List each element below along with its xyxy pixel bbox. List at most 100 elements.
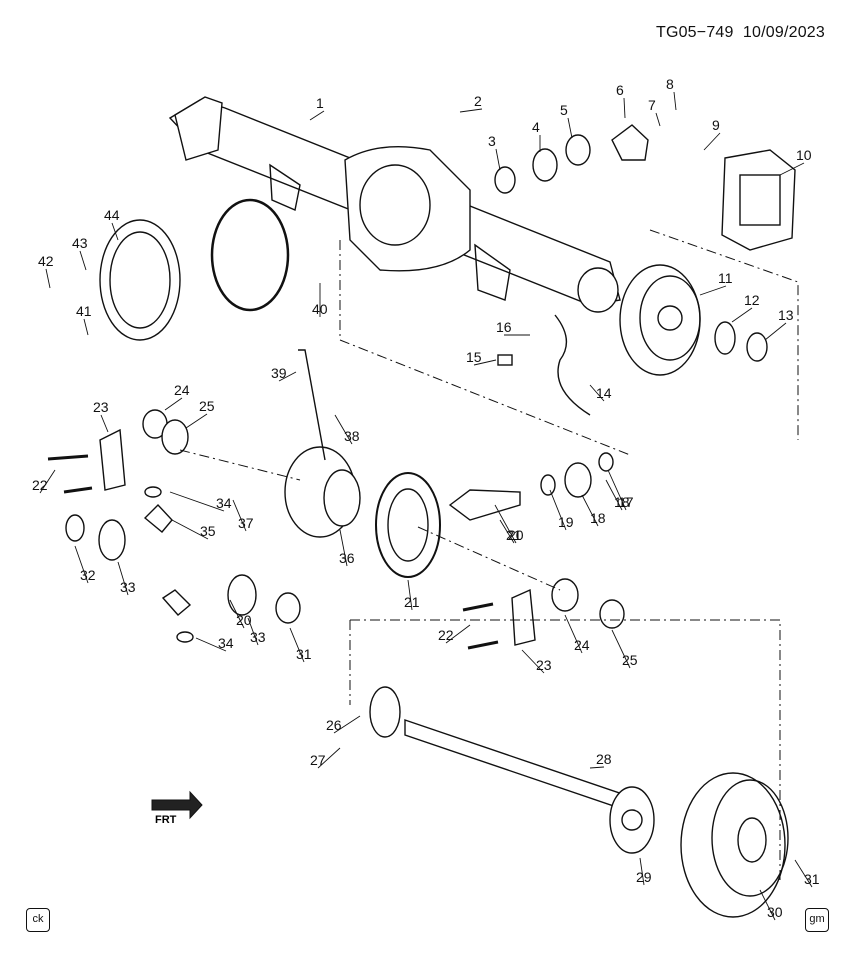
callout-27: 27 — [310, 752, 326, 768]
callout-6: 6 — [616, 82, 624, 98]
callout-17: 17 — [618, 494, 634, 510]
ring-gear — [375, 472, 441, 578]
axle-shaft — [369, 686, 655, 854]
callout-leader-31 — [794, 859, 813, 888]
callout-leader-15 — [473, 359, 497, 366]
header-code-date: TG05−749 10/09/2023 — [656, 24, 825, 42]
axle-housing — [168, 96, 621, 313]
callout-leader-21 — [407, 579, 413, 611]
callout-29: 29 — [636, 869, 652, 885]
callout-24: 24 — [174, 382, 190, 398]
callout-leader-10 — [779, 162, 805, 176]
callout-33: 33 — [250, 629, 266, 645]
callout-leader-37 — [232, 499, 247, 532]
callout-leader-42 — [45, 268, 51, 289]
callout-leader-3 — [495, 148, 501, 171]
callout-leader-20 — [229, 599, 245, 629]
callout-leader-2 — [459, 108, 483, 113]
callout-leader-34 — [169, 491, 225, 512]
callout-12: 12 — [744, 292, 760, 308]
callout-leader-22 — [39, 469, 56, 494]
callout-11: 11 — [718, 270, 733, 286]
callout-33: 33 — [120, 579, 136, 595]
callout-16: 16 — [496, 319, 512, 335]
callout-leader-14 — [589, 384, 605, 402]
callout-leader-33 — [117, 561, 129, 596]
front-direction-label: FRT — [155, 814, 177, 826]
callout-leader-1 — [309, 110, 325, 121]
callout-leader-18 — [581, 494, 599, 527]
callout-30: 30 — [767, 904, 783, 920]
callout-31: 31 — [296, 646, 312, 662]
gm-logo-icon: gm — [805, 908, 829, 932]
brake-caliper — [721, 149, 796, 251]
callout-leader-25 — [611, 629, 631, 669]
callout-25: 25 — [199, 398, 215, 414]
callout-8: 8 — [666, 76, 674, 92]
callout-10: 10 — [796, 147, 812, 163]
callout-18: 18 — [614, 494, 630, 510]
callout-leader-11 — [699, 285, 727, 296]
callout-35: 35 — [200, 523, 216, 539]
callout-38: 38 — [344, 428, 360, 444]
callout-leader-29 — [639, 857, 645, 886]
bearing-caps — [47, 409, 625, 650]
callout-32: 32 — [80, 567, 96, 583]
callout-19: 19 — [558, 514, 574, 530]
callout-leader-26 — [333, 715, 361, 734]
drive-pinion — [448, 452, 614, 521]
callout-21: 21 — [404, 594, 420, 610]
callout-leader-33 — [247, 617, 259, 646]
callout-36: 36 — [339, 550, 355, 566]
callout-43: 43 — [72, 235, 88, 251]
diagram-code: TG05−749 — [655, 24, 734, 41]
brake-backing-plate — [619, 264, 701, 376]
callout-leader-12 — [731, 307, 753, 323]
callout-leader-21 — [499, 519, 515, 544]
callout-leader-18 — [605, 479, 623, 511]
callout-22: 22 — [438, 627, 454, 643]
callout-34: 34 — [218, 635, 234, 651]
callout-leader-28 — [589, 766, 605, 769]
differential-gears — [65, 486, 301, 643]
callout-4: 4 — [532, 119, 540, 135]
front-direction-arrow: FRT — [151, 790, 203, 826]
callout-leader-7 — [655, 112, 661, 127]
callout-leader-8 — [673, 91, 677, 111]
callout-leader-35 — [171, 519, 209, 540]
callout-leader-5 — [567, 117, 573, 139]
brake-rotor — [680, 772, 789, 918]
callout-leader-20 — [494, 504, 517, 544]
group-outline — [179, 229, 799, 880]
callout-leader-27 — [317, 747, 341, 769]
callout-13: 13 — [778, 307, 794, 323]
callout-39: 39 — [271, 365, 287, 381]
callout-leader-43 — [79, 250, 87, 271]
callout-leader-31 — [289, 627, 305, 663]
callout-34: 34 — [216, 495, 232, 511]
callout-leader-44 — [111, 222, 119, 241]
abs-sensor-wire — [497, 314, 591, 416]
callout-24: 24 — [574, 637, 590, 653]
callout-leader-41 — [83, 318, 89, 336]
callout-leader-13 — [764, 322, 787, 341]
callout-1: 1 — [316, 95, 324, 111]
callout-40: 40 — [312, 301, 328, 317]
callout-23: 23 — [93, 399, 109, 415]
callout-leader-32 — [74, 545, 89, 584]
callout-5: 5 — [560, 102, 568, 118]
callout-leader-38 — [334, 414, 353, 445]
callout-leader-6 — [623, 97, 626, 119]
ck-badge: ck — [26, 908, 50, 932]
callout-leader-24 — [164, 397, 183, 411]
callout-leader-30 — [759, 889, 776, 921]
callout-leader-19 — [549, 489, 567, 531]
callout-44: 44 — [104, 207, 120, 223]
differential-case — [284, 349, 361, 538]
callout-26: 26 — [326, 717, 342, 733]
callout-18: 18 — [590, 510, 606, 526]
callout-23: 23 — [536, 657, 552, 673]
callout-leader-9 — [703, 132, 721, 151]
